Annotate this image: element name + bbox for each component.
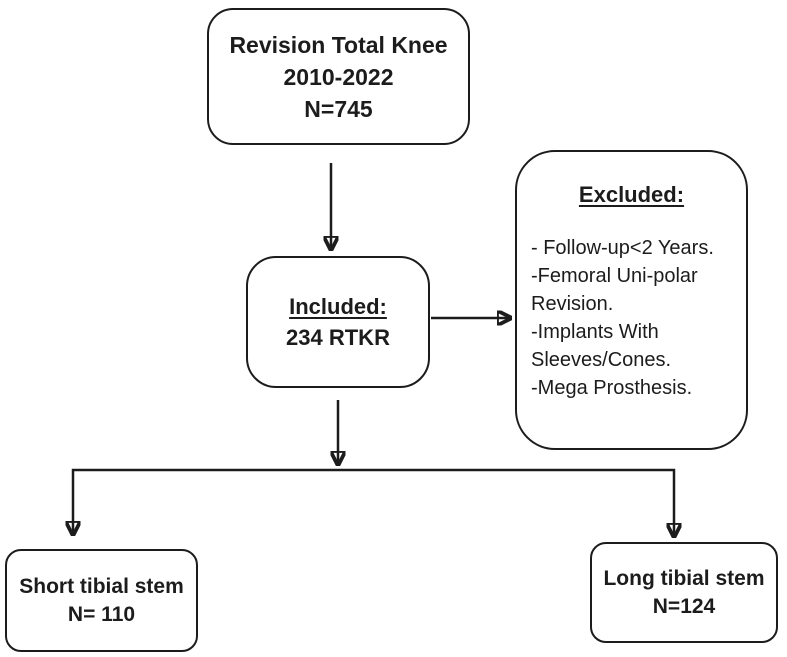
box-revision-total-knee: Revision Total Knee 2010-2022 N=745: [207, 8, 470, 145]
excluded-item: -Implants With Sleeves/Cones.: [531, 321, 672, 371]
excluded-title: Excluded:: [578, 182, 685, 207]
excluded-item: -Mega Prosthesis.: [531, 377, 693, 399]
excluded-item: -Femoral Uni-polar Revision.: [531, 265, 698, 315]
short-stem-line-1: Short tibial stem: [19, 574, 184, 598]
branch-connector-to-stem-boxes: [73, 468, 674, 538]
short-stem-line-2: N= 110: [67, 602, 136, 626]
excluded-list: - Follow-up<2 Years. -Femoral Uni-polar …: [517, 234, 746, 402]
box-excluded: Excluded: - Follow-up<2 Years. -Femoral …: [515, 150, 748, 450]
long-stem-line-2: N=124: [652, 594, 716, 618]
box-included: Included: 234 RTKR: [246, 256, 430, 388]
excluded-item: - Follow-up<2 Years.: [531, 237, 714, 259]
included-value: 234 RTKR: [286, 325, 390, 350]
box-long-tibial-stem: Long tibial stem N=124: [590, 542, 778, 643]
source-line-2: 2010-2022: [283, 63, 394, 90]
long-stem-line-1: Long tibial stem: [603, 566, 765, 590]
source-line-3: N=745: [304, 95, 373, 122]
box-short-tibial-stem: Short tibial stem N= 110: [5, 549, 198, 652]
included-title: Included:: [289, 294, 387, 319]
source-line-1: Revision Total Knee: [229, 31, 448, 58]
